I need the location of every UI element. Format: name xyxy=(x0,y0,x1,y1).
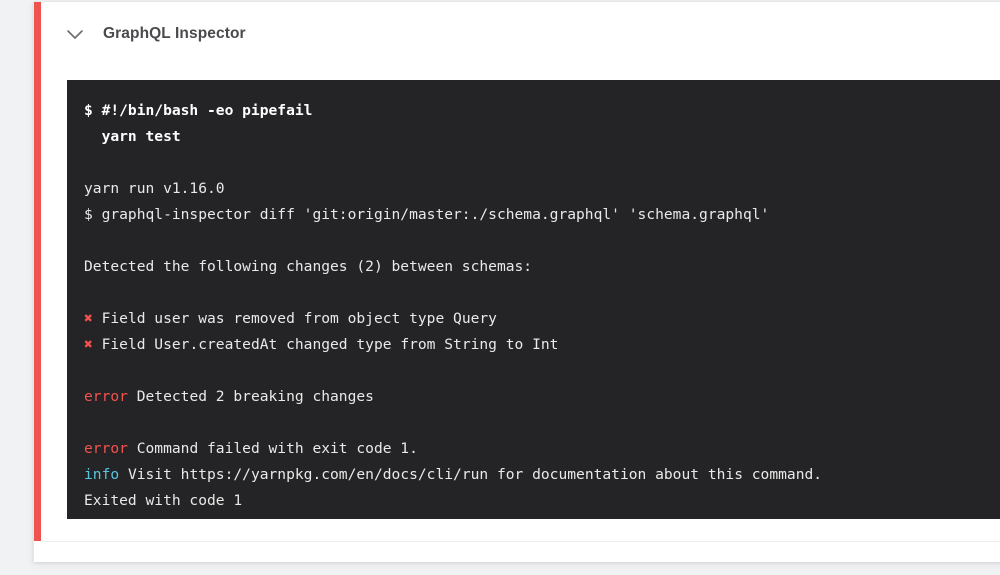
log-line-error: error Detected 2 breaking changes xyxy=(84,384,995,410)
log-level-label-error: error xyxy=(84,388,128,405)
log-line-blank xyxy=(84,150,995,176)
page-title: GraphQL Inspector xyxy=(103,25,246,42)
log-line-command: yarn test xyxy=(84,128,181,145)
breaking-change-cross-icon: ✖ xyxy=(84,336,93,353)
chevron-down-icon[interactable] xyxy=(62,21,88,47)
log-line-text: Field User.createdAt changed type from S… xyxy=(92,336,559,353)
log-line-output: Detected the following changes (2) betwe… xyxy=(84,258,533,275)
breaking-change-cross-icon: ✖ xyxy=(84,310,93,327)
card-header[interactable]: GraphQL Inspector xyxy=(41,2,1000,66)
log-line-text: Field user was removed from object type … xyxy=(92,310,497,327)
log-line-output: Exited with code 1 xyxy=(84,492,243,509)
log-line-blank xyxy=(84,280,995,306)
log-level-label-error: error xyxy=(84,440,128,457)
log-line-info: info Visit https://yarnpkg.com/en/docs/c… xyxy=(84,462,995,488)
log-line-text: Detected 2 breaking changes xyxy=(127,388,374,405)
status-accent-bar xyxy=(34,2,41,541)
log-level-label-info: info xyxy=(84,466,120,483)
log-line-change: ✖ Field User.createdAt changed type from… xyxy=(84,332,995,358)
log-line-blank xyxy=(84,410,995,436)
log-line-error: error Command failed with exit code 1. xyxy=(84,436,995,462)
log-line-output: yarn run v1.16.0 xyxy=(84,180,225,197)
terminal-log[interactable]: $ #!/bin/bash -eo pipefail yarn test yar… xyxy=(67,80,1000,519)
log-line-output: $ graphql-inspector diff 'git:origin/mas… xyxy=(84,206,770,223)
log-line-text: Command failed with exit code 1. xyxy=(127,440,418,457)
log-line-change: ✖ Field user was removed from object typ… xyxy=(84,306,995,332)
log-line-command: $ #!/bin/bash -eo pipefail xyxy=(84,102,313,119)
log-line-blank xyxy=(84,358,995,384)
card-divider xyxy=(41,541,1000,542)
card-footer xyxy=(41,542,1000,561)
log-line-text: Visit https://yarnpkg.com/en/docs/cli/ru… xyxy=(119,466,823,483)
log-line-blank xyxy=(84,228,995,254)
